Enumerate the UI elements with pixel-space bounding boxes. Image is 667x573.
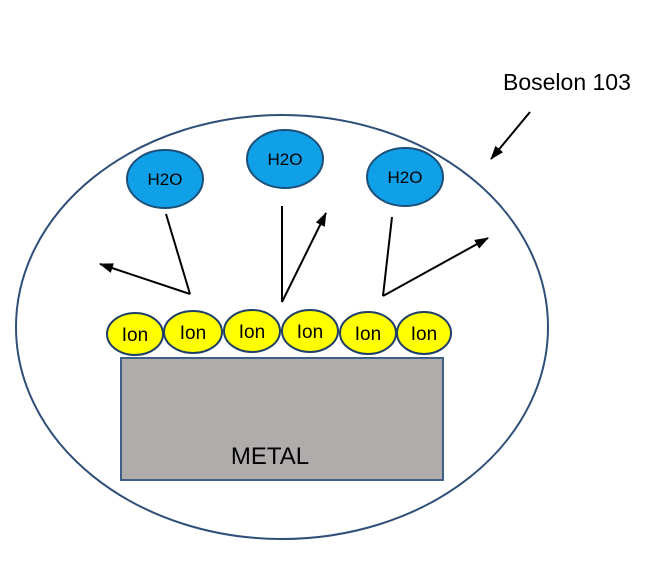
water-molecule-left: H2O bbox=[126, 149, 204, 209]
incoming-line bbox=[165, 213, 191, 295]
ion-label: Ion bbox=[411, 324, 437, 345]
product-label: Boselon 103 bbox=[503, 69, 631, 95]
ion-label: Ion bbox=[297, 322, 323, 343]
ion-particle: Ion bbox=[396, 311, 452, 355]
ion-particle: Ion bbox=[163, 310, 223, 354]
ion-label: Ion bbox=[180, 323, 206, 344]
metal-label: METAL bbox=[231, 443, 309, 470]
deflected-arrow bbox=[99, 263, 191, 295]
product-pointer-arrow bbox=[490, 111, 531, 160]
metal-block bbox=[120, 357, 444, 481]
ion-particle: Ion bbox=[281, 309, 339, 353]
ion-label: Ion bbox=[122, 325, 148, 346]
ion-layer: Ion Ion Ion Ion Ion Ion bbox=[106, 309, 452, 356]
ion-label: Ion bbox=[355, 324, 381, 345]
ion-label: Ion bbox=[239, 322, 265, 343]
deflected-arrow bbox=[382, 237, 489, 297]
deflected-arrow bbox=[281, 212, 327, 303]
ion-particle: Ion bbox=[339, 311, 397, 355]
coating-ellipse bbox=[15, 114, 549, 540]
incoming-line bbox=[382, 216, 393, 297]
ion-particle: Ion bbox=[223, 309, 281, 353]
water-molecule-right: H2O bbox=[366, 147, 444, 207]
water-label: H2O bbox=[388, 168, 423, 187]
water-label: H2O bbox=[148, 170, 183, 189]
ion-particle: Ion bbox=[106, 312, 164, 356]
repulsion-arrows bbox=[99, 206, 489, 303]
water-label: H2O bbox=[268, 150, 303, 169]
water-molecule-center: H2O bbox=[246, 129, 324, 189]
